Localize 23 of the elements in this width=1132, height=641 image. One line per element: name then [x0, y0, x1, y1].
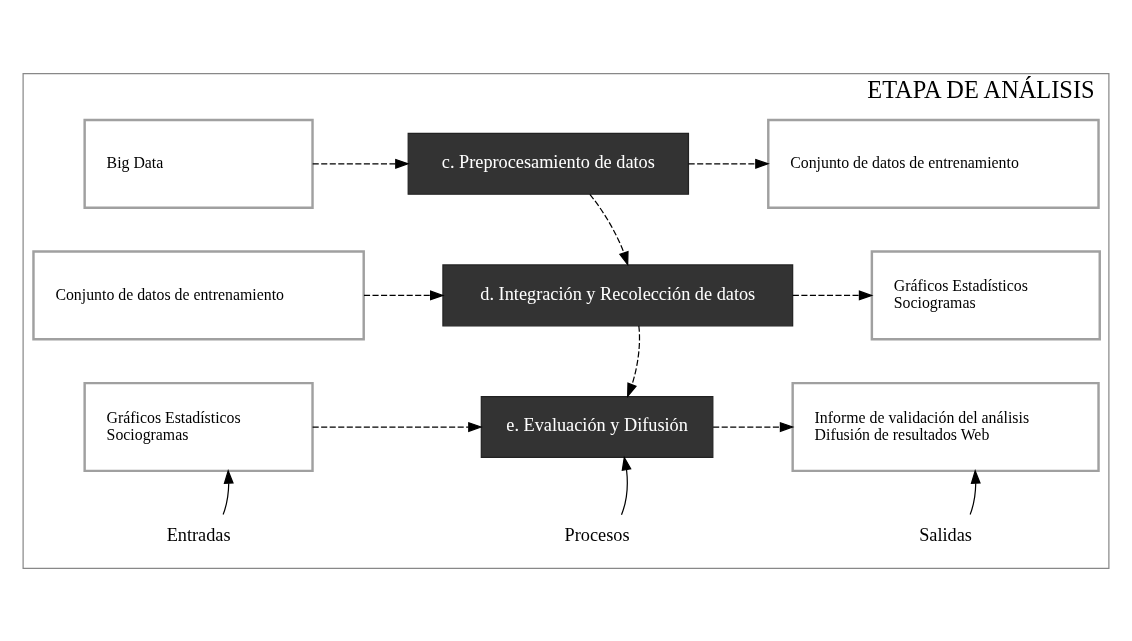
node-box: d. Integración y Recolección de datos — [442, 263, 794, 326]
node-text: Procesos — [564, 524, 630, 545]
arrow — [792, 289, 874, 301]
arrow — [688, 158, 770, 169]
node-box: Informe de validación del análisis Difusión de resultados Web — [791, 381, 1100, 472]
arrow — [312, 421, 483, 432]
arrow — [589, 193, 629, 266]
arrow — [712, 421, 795, 432]
node-text: Entradas — [166, 524, 231, 545]
node-text: Salidas — [919, 524, 972, 545]
arrow — [363, 289, 445, 301]
node-box: Gráficos Estadísticos Sociogramas — [83, 381, 314, 472]
node-box: c. Preprocesamiento de datos — [407, 132, 690, 195]
arrow — [620, 455, 632, 515]
arrow — [312, 158, 410, 169]
arrow — [627, 324, 641, 398]
node-box: Conjunto de datos de entrenamiento — [767, 118, 1100, 209]
arrow — [222, 468, 234, 515]
node-box: e. Evaluación y Difusión — [480, 395, 714, 458]
node-box: Big Data — [83, 118, 314, 209]
arrow — [969, 468, 981, 515]
node-box: Conjunto de datos de entrenamiento — [32, 249, 365, 340]
node-box: Gráficos Estadísticos Sociogramas — [870, 249, 1101, 340]
